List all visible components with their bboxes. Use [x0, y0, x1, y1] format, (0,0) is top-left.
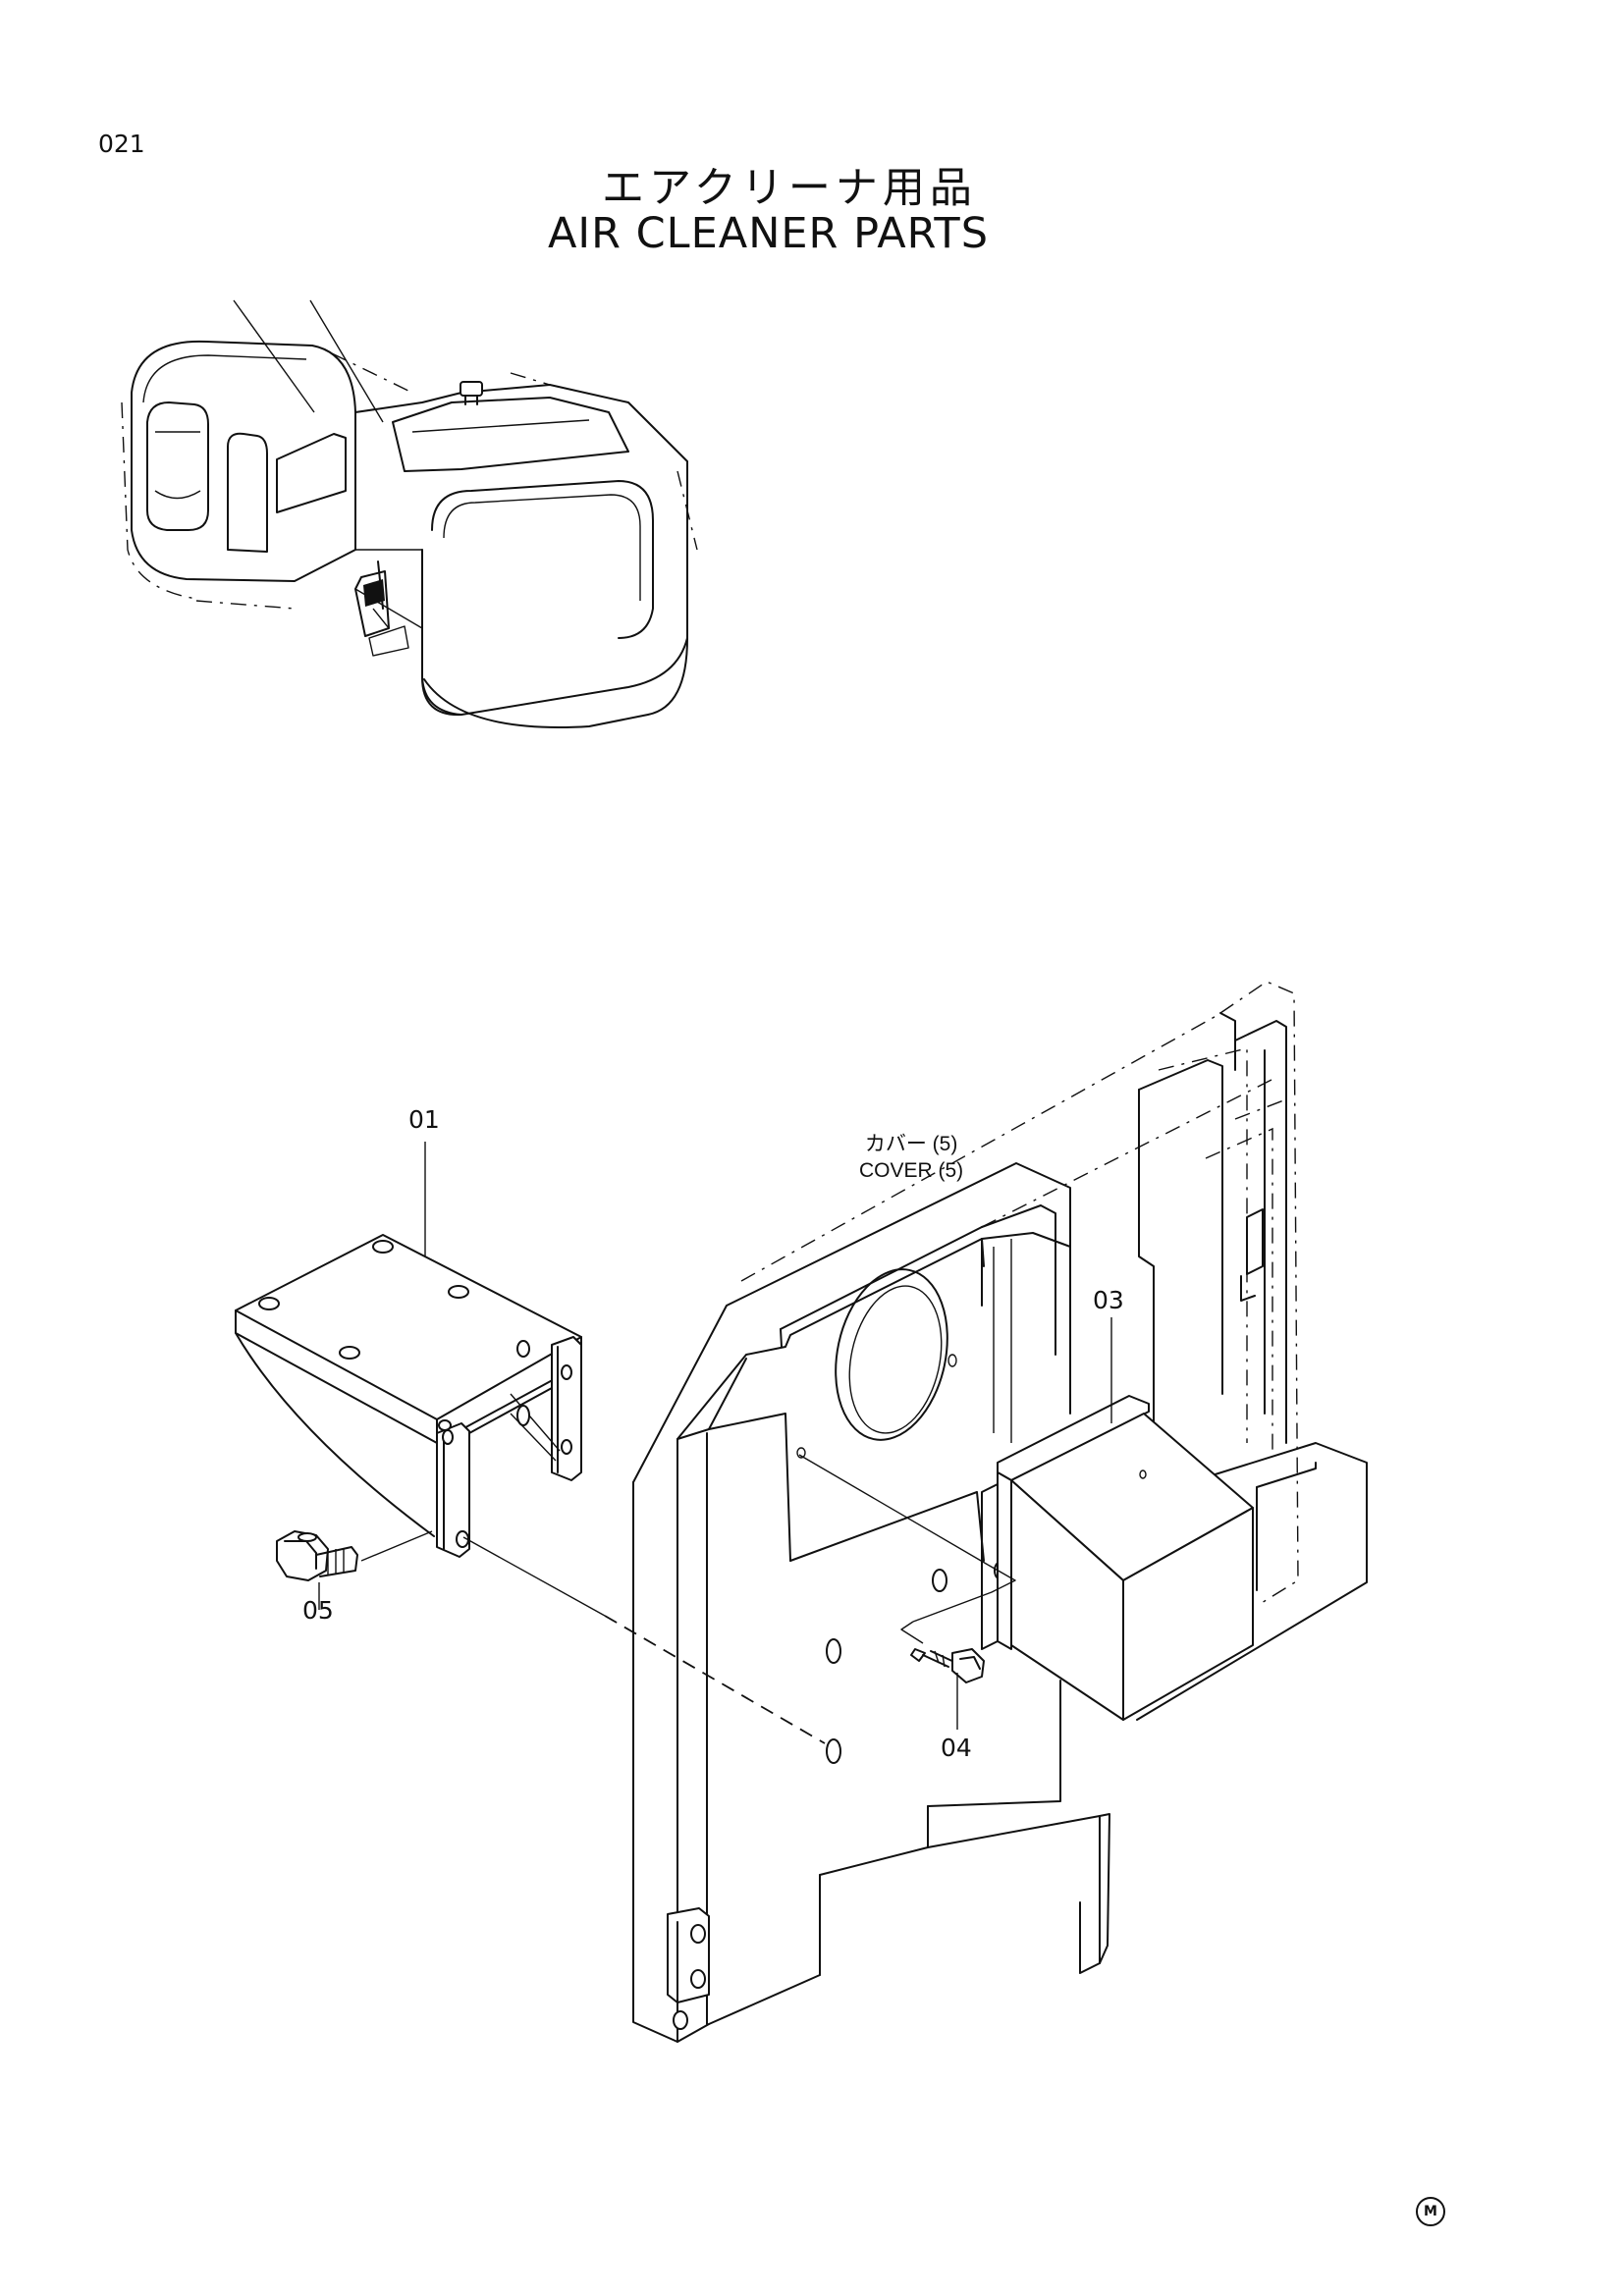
callout-05: 05	[302, 1596, 334, 1625]
cover-label-japanese: カバー (5)	[864, 1133, 958, 1155]
part-03-air-cleaner-box	[981, 1395, 1254, 1721]
leader-lines	[318, 1142, 1112, 1730]
part-05-bolt	[276, 1530, 358, 1581]
cover-label: カバー (5) COVER (5)	[859, 1131, 963, 1184]
page-number: 021	[98, 130, 145, 158]
excavator-overview-illustration	[121, 299, 698, 728]
cover-label-english: COVER (5)	[859, 1159, 964, 1182]
callout-04: 04	[941, 1734, 972, 1762]
part-04-bolt	[910, 1648, 985, 1683]
callout-03: 03	[1093, 1286, 1124, 1314]
part-01-bracket	[235, 1234, 582, 1558]
assembly-lines	[360, 1454, 1016, 1744]
page-title-english: AIR CLEANER PARTS	[548, 209, 989, 258]
main-panel-frame	[632, 981, 1368, 2043]
callout-01: 01	[408, 1105, 440, 1134]
circled-m-icon: M	[1416, 2197, 1445, 2226]
page-title-japanese: エアクリーナ用品	[602, 164, 977, 213]
